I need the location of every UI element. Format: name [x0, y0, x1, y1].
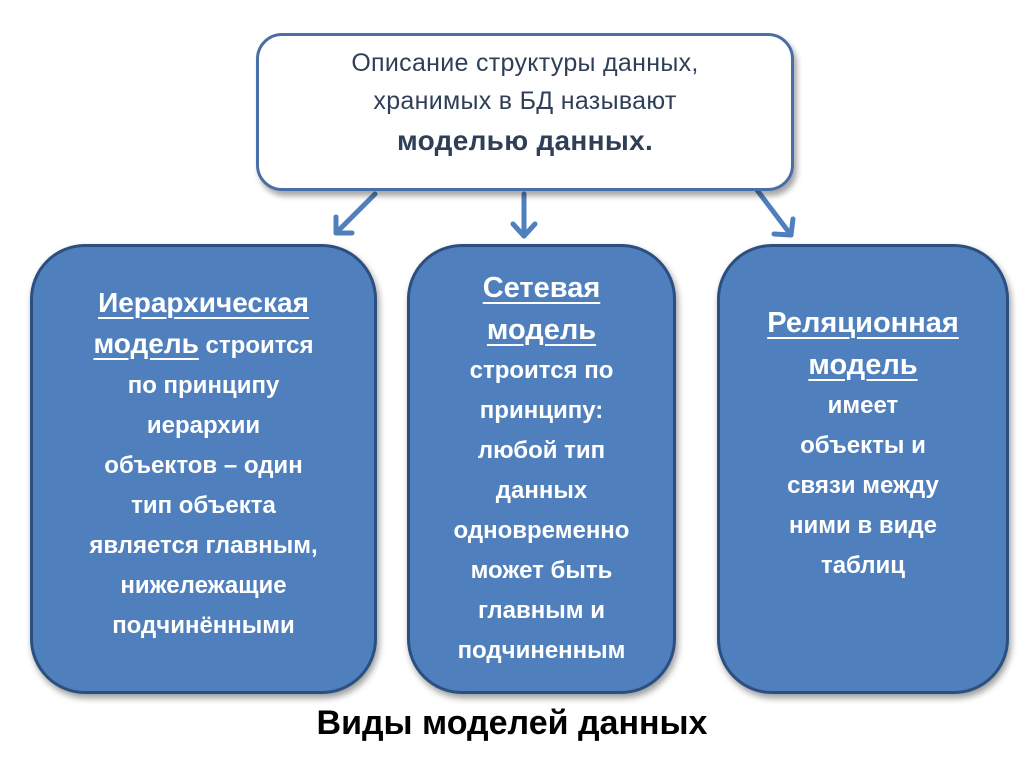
network-body-line: любой тип: [477, 437, 606, 464]
network-body-line: подчиненным: [457, 637, 626, 664]
hierarchical-body-line: тип объекта: [131, 492, 276, 519]
definition-box: Описание структуры данных, хранимых в БД…: [256, 33, 794, 191]
hierarchical-model-line: модель строится: [33, 324, 374, 366]
arrow-to-hierarchical: [333, 191, 378, 236]
definition-line-2: хранимых в БД называют: [373, 87, 677, 115]
network-model-box: Сетевая модель строится по принципу: люб…: [407, 244, 676, 694]
network-body-line: главным и: [478, 597, 605, 624]
relational-body-line: объекты и: [800, 432, 926, 459]
hierarchical-body-line: является главным,: [89, 532, 318, 559]
relational-body-line: связи между: [787, 472, 939, 499]
relational-body-line: таблиц: [820, 552, 906, 579]
relational-body-line: имеет: [827, 392, 899, 419]
slide-caption: Виды моделей данных: [316, 704, 708, 742]
network-body-line: данных: [495, 477, 588, 504]
arrow-to-relational: [754, 187, 796, 238]
definition-line-1: Описание структуры данных,: [351, 49, 699, 77]
relational-model-title: Реляционная: [767, 307, 959, 339]
hierarchical-body-line: нижележащие: [120, 572, 287, 599]
hierarchical-model-title-2: модель: [93, 328, 199, 359]
arrow-to-network: [510, 191, 538, 239]
definition-line-3: моделью данных.: [396, 125, 654, 156]
hierarchical-body-line: подчинёнными: [112, 612, 295, 639]
network-model-title: Сетевая: [482, 272, 601, 304]
hierarchical-body-start: строится: [198, 332, 314, 359]
hierarchical-body-line: по принципу: [127, 372, 280, 399]
network-body-line: принципу:: [479, 397, 604, 424]
network-body-line: строится по: [469, 357, 614, 384]
hierarchical-body-line: объектов – один: [104, 452, 303, 479]
relational-body-line: ними в виде: [789, 512, 937, 539]
hierarchical-model-box: Иерархическая модель строится по принцип…: [30, 244, 377, 694]
network-model-title-2: модель: [486, 314, 597, 346]
hierarchical-body-line: иерархии: [146, 412, 261, 439]
relational-model-title-2: модель: [808, 349, 918, 381]
hierarchical-model-title: Иерархическая: [98, 287, 309, 318]
network-body-line: одновременно: [453, 517, 630, 544]
relational-model-box: Реляционная модель имеет объекты и связи…: [717, 244, 1009, 694]
network-body-line: может быть: [470, 557, 613, 584]
